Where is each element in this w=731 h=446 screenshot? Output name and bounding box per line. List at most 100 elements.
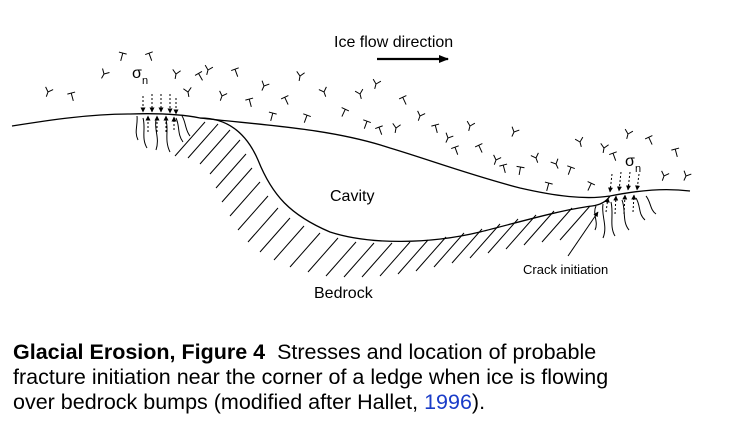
ice-crystal-mark — [372, 78, 382, 89]
left-reaction-arrows — [145, 115, 177, 132]
hatch-line — [487, 218, 519, 254]
hatch-line — [307, 237, 339, 273]
ice-crystal-mark — [516, 165, 525, 176]
ice-crystal-mark — [354, 88, 364, 99]
ice-crystal-mark — [245, 97, 254, 107]
ice-crystal-mark — [341, 107, 350, 117]
right-stress-label: σ n — [625, 153, 641, 175]
left-stress-arrows — [140, 94, 179, 115]
right-sigma-symbol: σ — [625, 153, 635, 170]
caption-line-3: over bedrock bumps (modified after Halle… — [13, 390, 718, 415]
hatch-line — [209, 139, 241, 175]
ice-crystal-mark — [499, 163, 508, 173]
hatch-line — [361, 242, 393, 278]
ice-crystal-mark — [398, 95, 407, 105]
ice-crystal-mark — [567, 165, 575, 175]
citation-link[interactable]: 1996 — [424, 390, 472, 414]
ice-crystal-mark — [661, 170, 670, 181]
flow-direction-label: Ice flow direction — [334, 34, 453, 51]
ice-crystal-mark — [544, 181, 553, 191]
ice-crystal-mark — [45, 86, 54, 97]
ice-crystal-mark — [231, 67, 239, 77]
caption-text-3-post: ). — [471, 390, 486, 414]
figure-caption: Glacial Erosion, Figure 4 Stresses and l… — [13, 340, 718, 415]
hatch-line — [273, 225, 305, 261]
hatch-line — [343, 242, 375, 278]
hatch-line — [247, 207, 279, 243]
ice-crystal-mark — [194, 70, 203, 81]
left-sigma-symbol: σ — [132, 65, 142, 82]
hatch-line — [523, 210, 555, 246]
ice-crystal-mark — [466, 120, 476, 131]
ice-crystal-mark — [474, 143, 483, 153]
hatch-line — [289, 232, 321, 268]
ice-crystal-mark — [280, 95, 289, 105]
crack-pointer-arrow — [567, 211, 599, 257]
hatch-line — [174, 121, 206, 157]
hatch-line — [415, 236, 447, 272]
ice-crystal-mark — [172, 69, 181, 80]
hatch-line — [469, 223, 501, 259]
ice-crystal-mark — [145, 51, 153, 61]
left-sigma-subscript: n — [142, 75, 148, 87]
ice-crystal-mark — [417, 110, 426, 121]
hatch-line — [541, 207, 573, 243]
ice-crystal-mark — [392, 123, 401, 134]
hatch-line — [379, 241, 411, 277]
ice-crystal-mark — [609, 151, 617, 161]
ice-crystal-mark — [511, 126, 520, 137]
ice-crystal-mark — [644, 135, 653, 145]
ice-crystal-mark — [451, 145, 459, 155]
left-cracks — [135, 115, 191, 153]
right-sigma-subscript: n — [635, 163, 641, 175]
cavity-label: Cavity — [330, 188, 374, 205]
ice-crystal-mark — [268, 111, 277, 121]
caption-line-2: fracture initiation near the corner of a… — [13, 365, 609, 389]
hatch-line — [451, 228, 483, 264]
caption-text-1: Stresses and location of probable — [277, 340, 597, 364]
caption-figure-label: Glacial Erosion, Figure 4 — [13, 340, 266, 364]
ice-crystal-mark — [183, 87, 192, 98]
right-cracks — [594, 195, 657, 239]
ice-crystal-mark — [363, 119, 371, 129]
caption-line-1: Glacial Erosion, Figure 4 Stresses and l… — [13, 340, 718, 365]
ice-crystal-mark — [574, 136, 584, 147]
ice-crystal-mark — [296, 71, 305, 82]
glacial-erosion-diagram: σ n σ n Ice flow direction Cavity Bedroc… — [11, 34, 692, 302]
bedrock-hatching — [174, 121, 591, 278]
ice-crystal-mark — [204, 64, 214, 75]
right-stress-arrows — [608, 171, 641, 193]
ice-crystal-mark — [219, 90, 228, 101]
ice-crystal-mark — [445, 132, 454, 143]
ice-crystal-mark — [303, 113, 311, 123]
hatch-line — [397, 239, 429, 275]
ice-crystal-mark — [118, 51, 127, 61]
ice-crystal-mark — [318, 86, 327, 97]
bedrock-label: Bedrock — [314, 285, 374, 302]
ice-crystal-marks — [45, 51, 692, 191]
hatch-line — [221, 167, 253, 203]
ice-crystal-mark — [683, 170, 692, 181]
ice-crystal-mark — [530, 152, 539, 163]
hatch-line — [559, 205, 591, 241]
ice-crystal-mark — [375, 125, 383, 135]
hatch-line — [325, 241, 357, 277]
ice-crystal-mark — [101, 68, 110, 79]
ice-surface-line — [11, 113, 691, 199]
ice-crystal-mark — [493, 154, 502, 165]
ice-crystal-mark — [550, 158, 559, 169]
ice-crystal-mark — [600, 143, 609, 154]
hatch-line — [229, 181, 261, 217]
hatch-line — [433, 232, 465, 268]
hatch-line — [187, 123, 219, 159]
hatch-line — [237, 195, 269, 231]
hatch-line — [215, 153, 247, 189]
ice-crystal-mark — [67, 91, 76, 101]
ice-crystal-mark — [261, 80, 270, 91]
hatch-line — [259, 217, 291, 253]
ice-crystal-mark — [431, 123, 440, 133]
ice-crystal-mark — [671, 147, 680, 157]
hatch-line — [505, 214, 537, 250]
left-stress-label: σ n — [132, 65, 148, 87]
hatch-line — [199, 129, 231, 165]
